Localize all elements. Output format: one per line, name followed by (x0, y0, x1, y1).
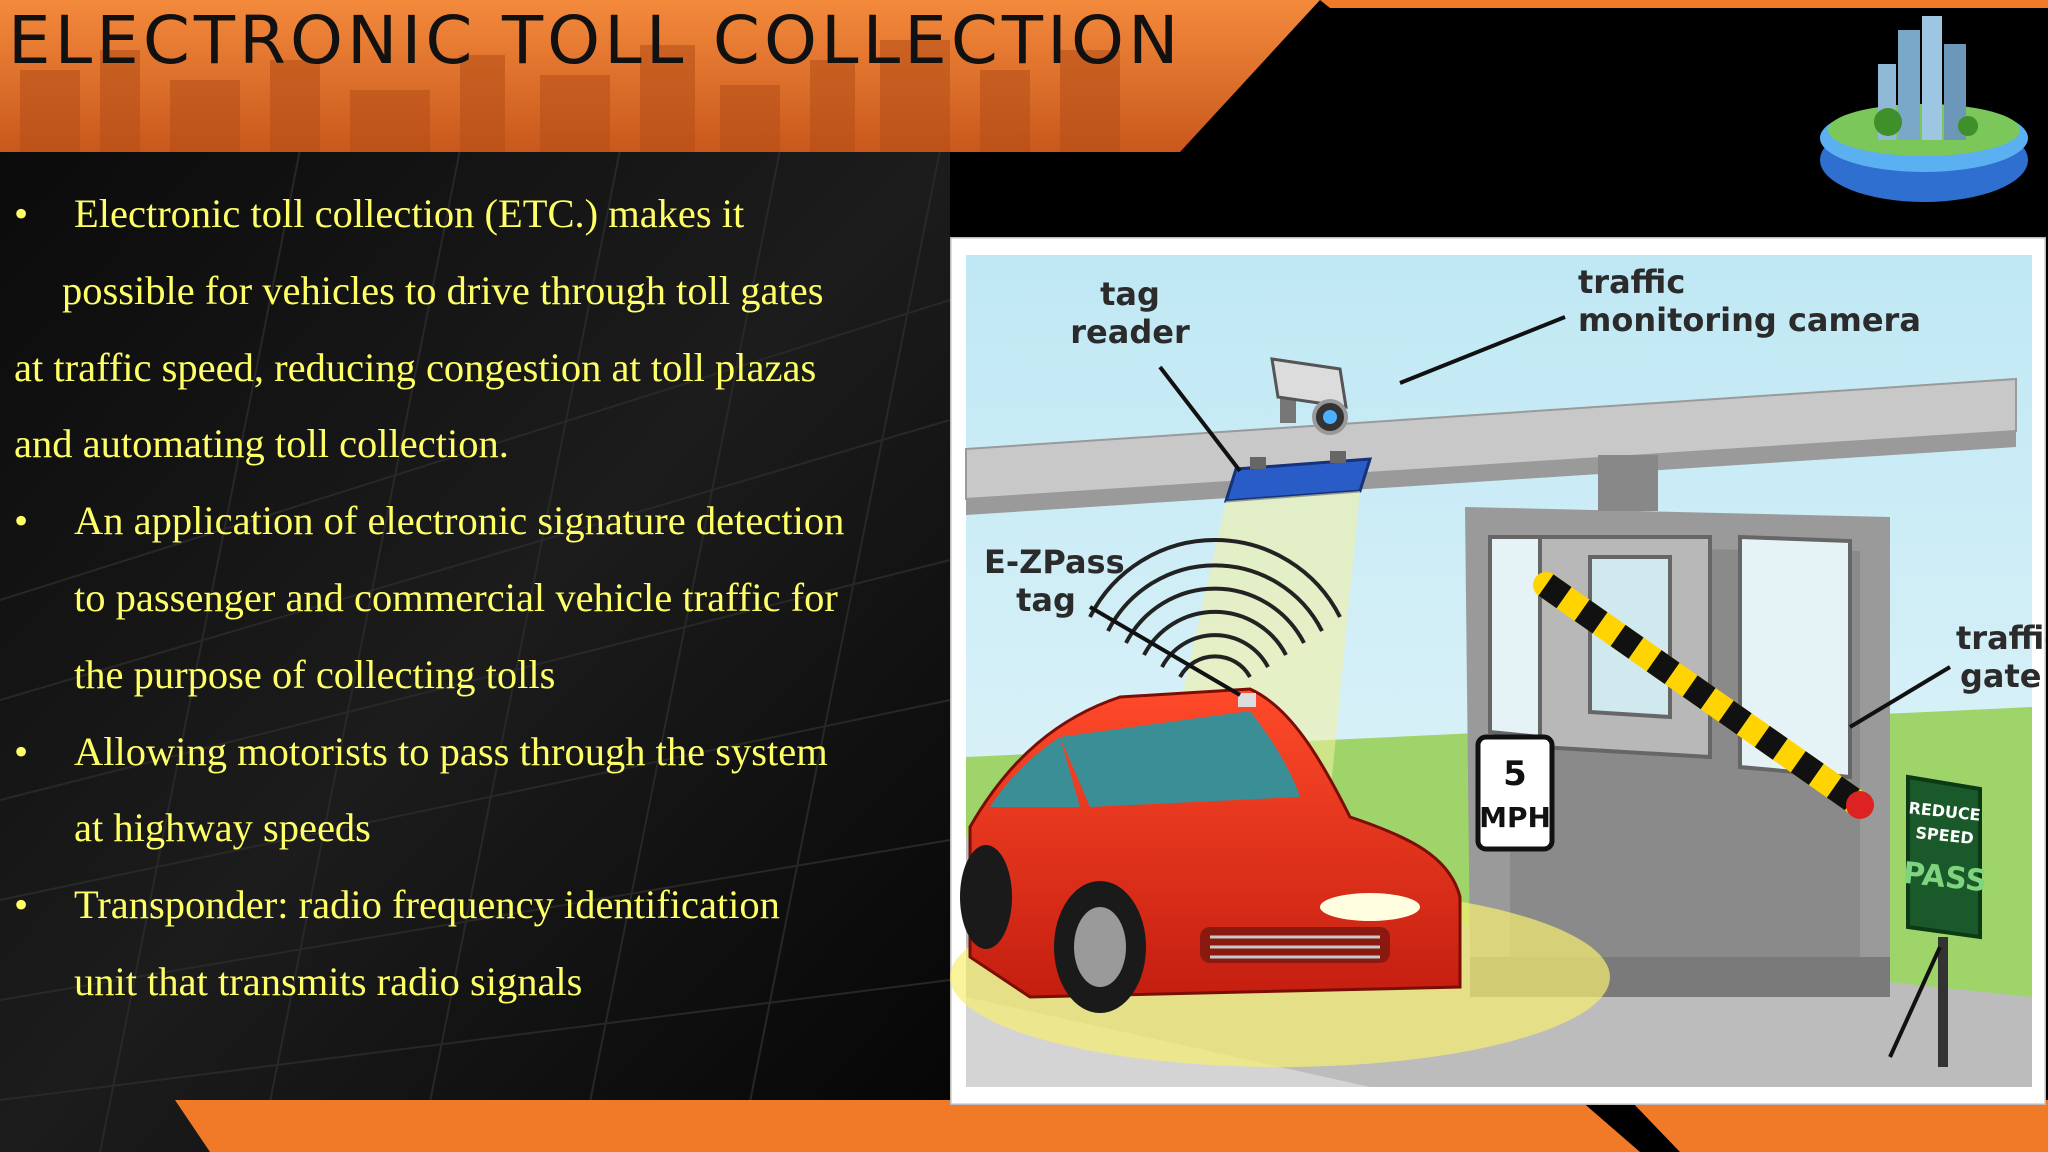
bullet-item: • Allowing motorists to pass through the… (14, 714, 944, 868)
bullet-line: possible for vehicles to drive through t… (62, 267, 824, 313)
callout-lines (1088, 315, 1952, 1058)
bullet-item: • An application of electronic signature… (14, 483, 944, 713)
label-ezpass-tag: E-ZPass (984, 543, 1125, 581)
label-ezpass-tag: tag (1016, 581, 1076, 619)
bullet-list: • Electronic toll collection (ETC.) make… (14, 176, 944, 1021)
label-camera: monitoring camera (1578, 301, 1921, 339)
radio-wave-signals (1088, 538, 1342, 679)
red-car (960, 687, 1462, 1013)
bullet-line: and automating toll collection. (14, 421, 509, 467)
bullet-dot: • (14, 498, 29, 544)
bullet-line: the purpose of collecting tolls (74, 651, 556, 697)
bullet-line: An application of electronic signature d… (74, 498, 845, 544)
bullet-line: at traffic speed, reducing congestion at… (14, 344, 817, 390)
bullet-item: • Electronic toll collection (ETC.) make… (14, 176, 944, 483)
label-camera: traffic (1578, 263, 1685, 301)
label-tag-reader: reader (1070, 313, 1190, 351)
label-tag-reader: tag (1100, 275, 1160, 313)
label-traffic-gate: gate (1960, 657, 2042, 695)
bullet-dot: • (14, 191, 29, 236)
slide-title: ELECTRONIC TOLL COLLECTION (8, 2, 1183, 79)
traffic-camera (1270, 357, 1348, 435)
speed-limit-sign: 5 MPH (1475, 734, 1555, 852)
city-globe-logo (1820, 16, 2028, 202)
bullet-line: unit that transmits radio signals (74, 958, 583, 1004)
bullet-line: to passenger and commercial vehicle traf… (74, 574, 838, 620)
bullet-dot: • (14, 882, 29, 928)
bullet-item: • Transponder: radio frequency identific… (14, 867, 944, 1021)
reduce-speed-pass-sign: REDUCE SPEED PASS (1901, 774, 1989, 1067)
speed-unit: MPH (1479, 801, 1551, 834)
bullet-dot: • (14, 728, 29, 774)
bullet-line: Electronic toll collection (ETC.) makes … (74, 191, 745, 236)
etc-illustration: 5 MPH REDUCE SPEED PASS (950, 237, 2046, 1105)
bullet-line: at highway speeds (74, 805, 371, 851)
toll-booth (1465, 455, 1890, 997)
traffic-gate-arm (1533, 572, 1874, 819)
bullet-line: Transponder: radio frequency identificat… (74, 882, 780, 928)
bullet-line: Allowing motorists to pass through the s… (74, 728, 828, 774)
label-traffic-gate: traffic (1956, 619, 2046, 657)
speed-value: 5 (1503, 754, 1527, 794)
